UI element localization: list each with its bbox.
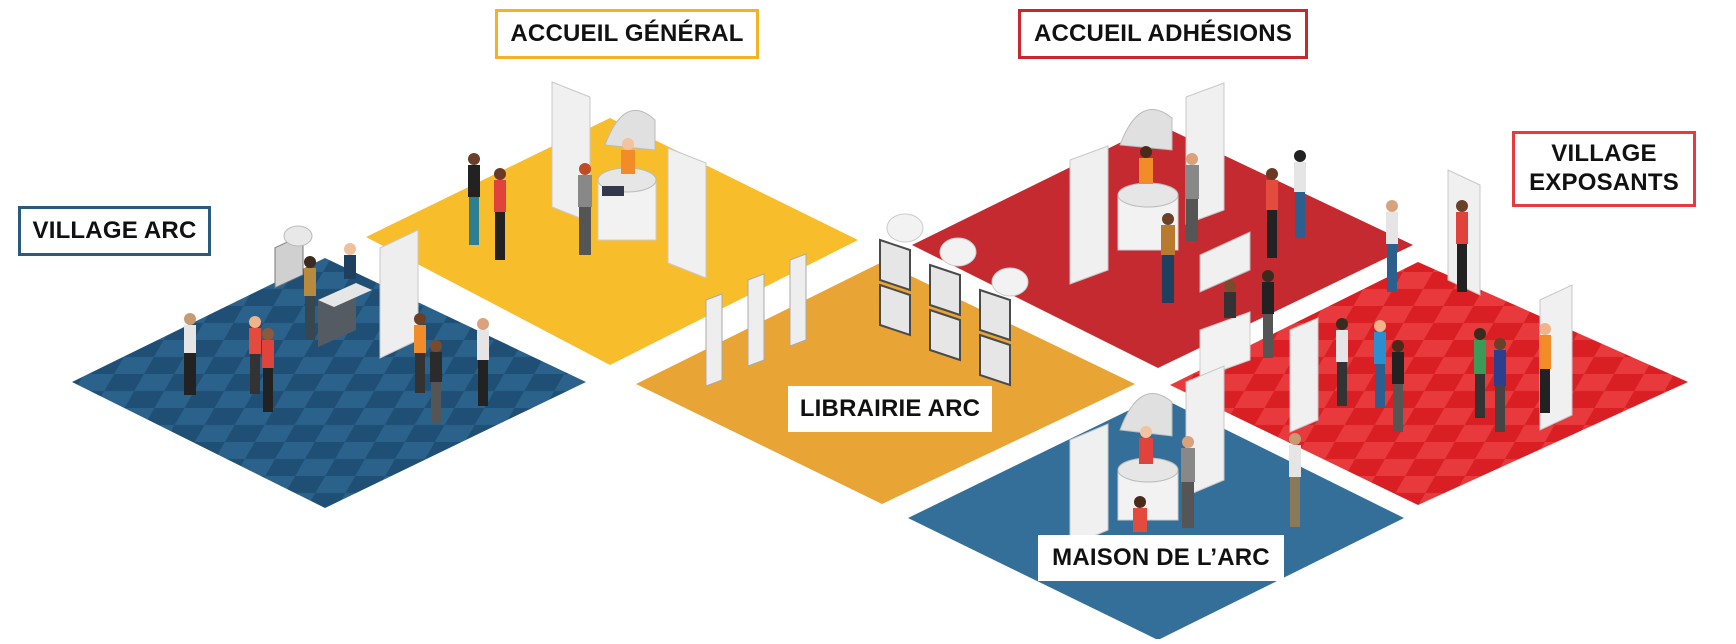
zone-label-accueil-general: ACCUEIL GÉNÉRAL [495, 9, 759, 59]
booth-maison-arc [1069, 365, 1301, 547]
zone-label-accueil-adhesions: ACCUEIL ADHÉSIONS [1018, 9, 1308, 59]
zone-label-accueil-adhesions-text: ACCUEIL ADHÉSIONS [1033, 19, 1293, 47]
floor-accueil-general [366, 118, 858, 365]
people-village-arc [184, 243, 489, 424]
zone-label-village-exposants: VILLAGE EXPOSANTS [1512, 131, 1696, 207]
zone-label-village-arc: VILLAGE ARC [18, 206, 211, 256]
floor-village-exposants [1170, 262, 1688, 505]
zone-label-village-exposants-line1: VILLAGE [1551, 140, 1657, 168]
zone-label-maison-arc-text: MAISON DE L’ARC [1052, 543, 1270, 571]
zone-label-accueil-general-text: ACCUEIL GÉNÉRAL [510, 19, 744, 47]
booth-village-exposants [1289, 169, 1573, 433]
booth-accueil-general [468, 81, 707, 279]
zone-label-village-exposants-line2: EXPOSANTS [1529, 169, 1679, 196]
zone-label-maison-arc: MAISON DE L’ARC [1038, 535, 1284, 581]
zone-label-village-arc-text: VILLAGE ARC [32, 216, 197, 244]
floor-village-arc [72, 258, 586, 508]
booth-village-arc [274, 225, 419, 359]
zone-label-librairie-arc-text: LIBRAIRIE ARC [799, 394, 981, 422]
booth-accueil-adhesions [1069, 82, 1306, 379]
zone-label-librairie-arc: LIBRAIRIE ARC [788, 386, 992, 432]
racks-librairie-arc [705, 213, 1029, 387]
